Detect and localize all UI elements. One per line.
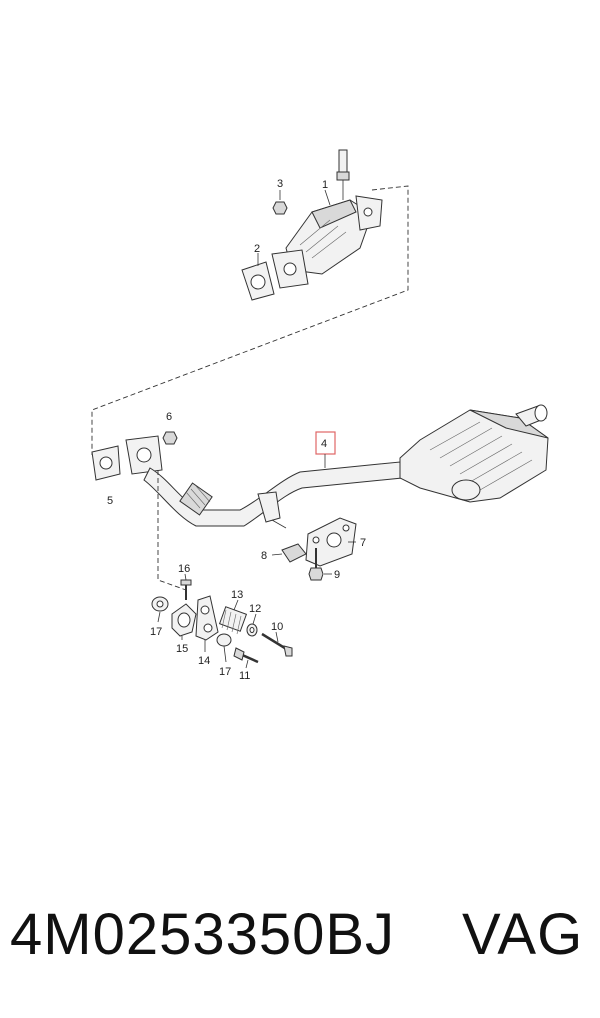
rubber-mount-15 [171,603,197,637]
callout-10: 10 [271,621,283,633]
bolt-16 [180,579,192,600]
callout-8: 8 [261,550,267,562]
washer-12 [246,623,258,637]
spring-13 [218,606,248,635]
callout-4: 4 [321,438,327,450]
rear-muffler [399,404,549,503]
catalytic-converter-group [91,149,409,455]
callout-9: 9 [334,569,340,581]
callout-labels: 1 2 3 4 5 6 7 8 9 10 11 12 13 14 15 16 1… [107,178,366,682]
dashed-link-lower [157,470,187,591]
catalytic-converter [271,195,383,289]
callout-2: 2 [254,243,260,255]
bushing-17-right [216,633,232,647]
callout-15: 15 [176,643,188,655]
callout-14: 14 [198,655,210,667]
bolt-9 [308,548,324,581]
highlight-box [315,431,336,455]
clip-8 [281,543,307,563]
callout-12: 12 [249,603,261,615]
callout-6: 6 [166,411,172,423]
callout-1: 1 [322,179,328,191]
pipe-hanger [257,491,281,523]
callout-17-right: 17 [219,666,231,678]
callout-13: 13 [231,589,243,601]
callout-11: 11 [239,670,250,682]
hanger-hardware-group [151,573,293,669]
flex-section [179,482,213,516]
callout-3: 3 [277,178,283,190]
gasket-5 [91,445,121,481]
bolt-10 [261,632,293,657]
gasket-2 [241,261,275,301]
bushing-17-left [151,596,169,612]
oxygen-sensor [336,149,350,200]
dashed-link-upper [91,185,409,455]
brand-label: VAG [462,902,584,967]
callout-17-left: 17 [150,626,162,638]
exhaust-pipe-group [91,404,549,591]
nut-3 [272,201,288,215]
part-number: 4M0253350BJ [10,902,396,967]
bracket-7 [305,517,357,567]
callout-16: 16 [178,563,190,575]
nut-6 [162,431,178,445]
hanger-bracket-14 [195,595,219,641]
callout-7: 7 [360,537,366,549]
callout-5: 5 [107,495,113,507]
bolt-11 [233,647,259,664]
front-flange [125,435,163,475]
